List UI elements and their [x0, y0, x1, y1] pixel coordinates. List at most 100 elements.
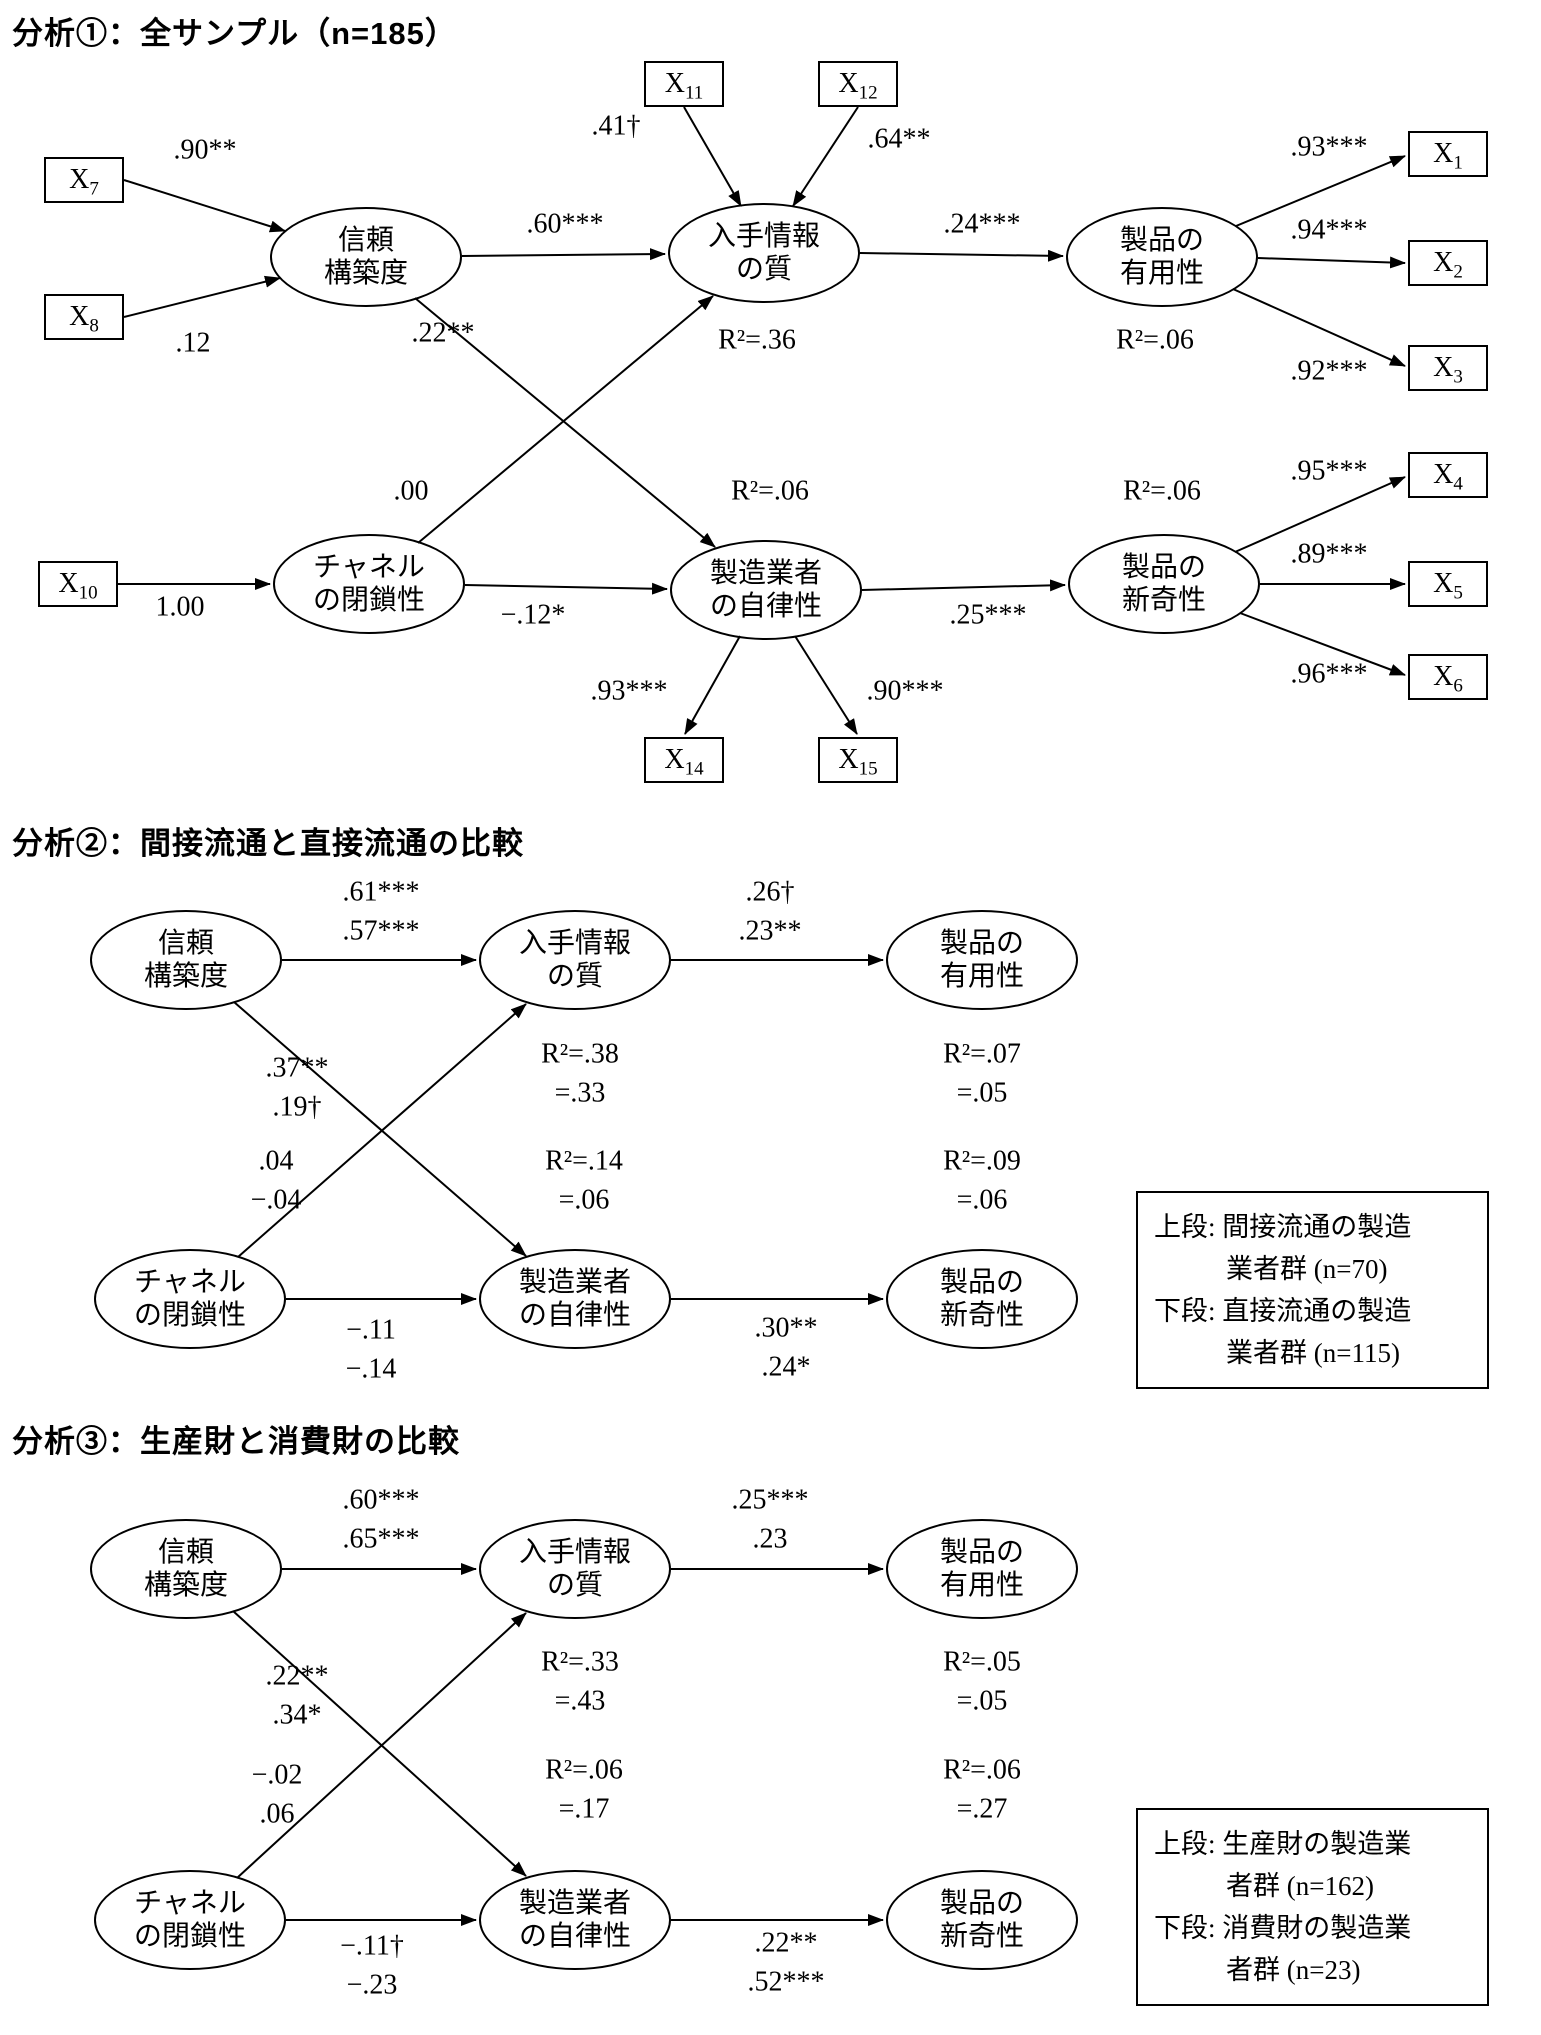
indicator-x12: X12: [818, 61, 898, 107]
indicator-x6-label: X6: [1433, 661, 1463, 696]
path-autonomy-novel-a3-label: .22** .52***: [747, 1927, 825, 1997]
latent-useful-a1: 製品の 有用性: [1066, 207, 1258, 307]
loading-x11-label: .41†: [591, 110, 641, 142]
indicator-x15-base: X: [838, 744, 859, 775]
latent-info-a1: 入手情報 の質: [668, 203, 860, 303]
indicator-x14: X14: [644, 737, 724, 783]
legend-a2-line3: 下段: 直接流通の製造: [1154, 1295, 1412, 1326]
arrow-useful-x2-a1: [1257, 256, 1406, 269]
indicator-x5-sub: 5: [1453, 582, 1463, 604]
loading-x3-label: .92***: [1290, 355, 1368, 387]
latent-trust-a1: 信頼 構築度: [270, 207, 462, 307]
loading-x5-label: .89***: [1290, 538, 1368, 570]
path-info-useful-a3-label: .25*** .23: [731, 1484, 809, 1554]
path-channel-autonomy-a3-label: −.11† −.23: [340, 1930, 404, 2000]
latent-novel-a3: 製品の 新奇性: [886, 1870, 1078, 1970]
latent-channel-a1: チャネル の閉鎖性: [273, 534, 465, 634]
indicator-x7-base: X: [69, 164, 90, 195]
indicator-x10-sub: 10: [78, 582, 98, 604]
path-trust-autonomy-a3-label: .22** .34*: [265, 1660, 329, 1730]
latent-autonomy-a1: 製造業者 の自律性: [670, 540, 862, 640]
indicator-x3: X3: [1408, 345, 1488, 391]
r2-info-a1: R²=.36: [718, 324, 796, 356]
r2-novel-a2: R²=.09 =.06: [943, 1145, 1021, 1215]
r2-info-a3: R²=.33 =.43: [541, 1646, 619, 1716]
analysis1-title: 分析①：全サンプル（n=185）: [12, 16, 457, 51]
arrow-trust-info-a1: [461, 248, 666, 261]
indicator-x2: X2: [1408, 240, 1488, 286]
path-trust-info-a3-label: .60*** .65***: [342, 1484, 420, 1554]
arrow-autonomy-novel-a1: [861, 579, 1066, 592]
r2-info-a2: R²=.38 =.33: [541, 1038, 619, 1108]
r2-useful-a1: R²=.06: [1116, 324, 1194, 356]
indicator-x10-label: X10: [58, 568, 97, 603]
latent-autonomy-a3: 製造業者 の自律性: [479, 1870, 671, 1970]
latent-useful-a3: 製品の 有用性: [886, 1519, 1078, 1619]
legend-a2-line2: 業者群 (n=70): [1226, 1253, 1388, 1284]
latent-channel-a3: チャネル の閉鎖性: [94, 1870, 286, 1970]
indicator-x12-label: X12: [838, 68, 877, 103]
indicator-x5-label: X5: [1433, 568, 1463, 603]
path-info-useful-a2-label: .26† .23**: [738, 876, 802, 946]
path-channel-info-a1-label: .00: [393, 475, 429, 507]
latent-autonomy-a2: 製造業者 の自律性: [479, 1249, 671, 1349]
arrow-channel-autonomy-a1: [464, 582, 668, 595]
indicator-x4-sub: 4: [1453, 473, 1463, 495]
indicator-x12-base: X: [838, 68, 859, 99]
indicator-x6: X6: [1408, 654, 1488, 700]
indicator-x15-label: X15: [838, 744, 877, 779]
legend-a3-line2: 者群 (n=162): [1226, 1870, 1374, 1901]
indicator-x1: X1: [1408, 131, 1488, 177]
loading-x14-label: .93***: [590, 675, 668, 707]
r2-autonomy-a1: R²=.06: [731, 475, 809, 507]
arrow-x11-info-a1: [683, 106, 742, 207]
indicator-x11-label: X11: [664, 68, 704, 103]
indicator-x3-sub: 3: [1453, 366, 1463, 388]
indicator-x14-base: X: [664, 744, 685, 775]
path-trust-info-a1-label: .60***: [526, 208, 604, 240]
arrow-channel-info-a3: [236, 1612, 527, 1879]
path-channel-autonomy-a2-label: −.11 −.14: [345, 1314, 397, 1384]
indicator-x1-sub: 1: [1453, 152, 1463, 174]
indicator-x1-base: X: [1433, 138, 1454, 169]
arrow-autonomy-x15-a1: [794, 635, 858, 735]
indicator-x5-base: X: [1433, 568, 1454, 599]
indicator-x8-label: X8: [69, 301, 99, 336]
r2-autonomy-a3: R²=.06 =.17: [545, 1754, 623, 1824]
indicator-x7-label: X7: [69, 164, 99, 199]
loading-x1-label: .93***: [1290, 131, 1368, 163]
r2-novel-a3: R²=.06 =.27: [943, 1754, 1021, 1824]
indicator-x2-label: X2: [1433, 247, 1463, 282]
r2-novel-a1: R²=.06: [1123, 475, 1201, 507]
indicator-x2-sub: 2: [1453, 261, 1463, 283]
arrow-trust-autonomy-a3: [232, 1610, 527, 1877]
legend-a3-line4: 者群 (n=23): [1226, 1954, 1361, 1985]
arrow-x7-trust-a1: [123, 179, 286, 233]
indicator-x6-sub: 6: [1453, 675, 1463, 697]
legend-a3-line3: 下段: 消費財の製造業: [1154, 1912, 1412, 1943]
indicator-x7-sub: 7: [89, 178, 99, 200]
legend-a2-line1: 上段: 間接流通の製造: [1154, 1212, 1412, 1242]
latent-info-a2: 入手情報 の質: [479, 910, 671, 1010]
indicator-x15-sub: 15: [858, 758, 878, 780]
latent-trust-a3: 信頼 構築度: [90, 1519, 282, 1619]
r2-useful-a3: R²=.05 =.05: [943, 1646, 1021, 1716]
indicator-x8: X8: [44, 294, 124, 340]
path-autonomy-novel-a1-label: .25***: [949, 599, 1027, 631]
indicator-x3-base: X: [1433, 352, 1454, 383]
r2-useful-a2: R²=.07 =.05: [943, 1038, 1021, 1108]
path-channel-autonomy-a1-label: −.12*: [500, 599, 566, 631]
r2-autonomy-a2: R²=.14 =.06: [545, 1145, 623, 1215]
loading-x4-label: .95***: [1290, 455, 1368, 487]
legend-a2: 上段: 間接流通の製造 業者群 (n=70) 下段: 直接流通の製造 業者群 (…: [1136, 1191, 1489, 1389]
latent-trust-a2: 信頼 構築度: [90, 910, 282, 1010]
path-trust-autonomy-a2-label: .37** .19†: [265, 1052, 329, 1122]
path-trust-autonomy-a1-label: .22**: [411, 317, 475, 349]
loading-x6-label: .96***: [1290, 658, 1368, 690]
legend-a2-line4: 業者群 (n=115): [1226, 1337, 1400, 1368]
indicator-x11-base: X: [664, 68, 685, 99]
loading-x2-label: .94***: [1290, 214, 1368, 246]
arrow-x12-info-a1: [792, 106, 859, 207]
